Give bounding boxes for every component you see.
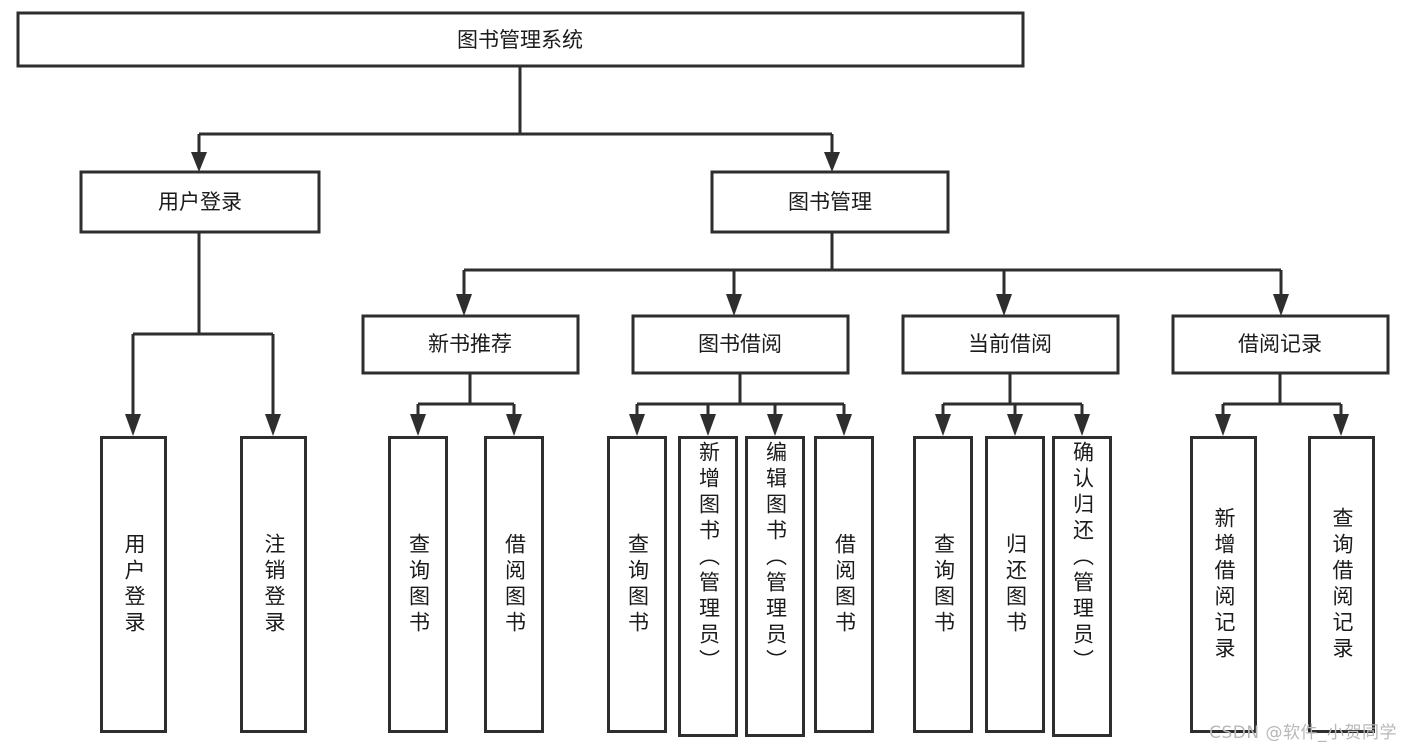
node-leaf-query-borrow-record-label: 查询借阅记录 (1330, 506, 1354, 663)
node-leaf-query-book-3-label: 查询图书 (931, 532, 956, 637)
node-book-borrow-box (631, 314, 850, 375)
node-leaf-borrow-book-1[interactable]: 借阅图书 (484, 436, 544, 733)
node-leaf-query-borrow-record[interactable]: 查询借阅记录 (1308, 436, 1375, 733)
node-leaf-query-book-1[interactable]: 查询图书 (388, 436, 448, 733)
node-new-book-recommend-label: 新书推荐 (428, 332, 512, 356)
node-book-borrow-label: 图书借阅 (698, 332, 782, 356)
node-leaf-user-login-label: 用户登录 (122, 532, 146, 637)
node-borrow-record[interactable]: 借阅记录 (1171, 314, 1390, 375)
node-leaf-query-book-2[interactable]: 查询图书 (607, 436, 667, 733)
node-leaf-query-book-1-label: 查询图书 (406, 532, 431, 637)
node-leaf-query-book-3[interactable]: 查询图书 (913, 436, 973, 733)
connector-current-borrow-to-leaves (935, 373, 1090, 436)
node-leaf-logout-login[interactable]: 注销登录 (240, 436, 307, 733)
node-leaf-user-login[interactable]: 用户登录 (100, 436, 167, 733)
arrow-to-book-manage (824, 152, 840, 172)
connector-book-borrow-to-leaves (629, 373, 852, 436)
node-leaf-add-book-admin-label: 新增图书（管理员） (696, 441, 721, 675)
node-root-label: 图书管理系统 (457, 28, 583, 52)
arrow-leaf-borrow-book-1 (506, 414, 522, 436)
node-leaf-edit-book-admin-label: 编辑图书（管理员） (763, 441, 788, 675)
arrow-to-book-borrow (726, 294, 742, 316)
node-current-borrow-box (901, 314, 1120, 375)
arrow-to-user-login (191, 152, 207, 172)
node-leaf-logout-login-label: 注销登录 (262, 532, 286, 637)
node-leaf-edit-book-admin[interactable]: 编辑图书（管理员） (745, 436, 805, 737)
node-leaf-confirm-return-admin-label: 确认归还（管理员） (1070, 441, 1095, 675)
node-user-login-label: 用户登录 (158, 190, 242, 214)
node-borrow-record-label: 借阅记录 (1238, 332, 1322, 356)
node-current-borrow-label: 当前借阅 (968, 332, 1052, 356)
node-book-manage-label: 图书管理 (788, 190, 872, 214)
arrow-leaf-return-book (1007, 414, 1023, 436)
node-leaf-return-book[interactable]: 归还图书 (985, 436, 1045, 733)
connector-borrow-record-to-leaves (1215, 373, 1349, 436)
arrow-leaf-query-book-3 (935, 414, 951, 436)
arrow-leaf-add-book-admin (700, 414, 716, 436)
arrow-leaf-add-borrow-record (1215, 414, 1231, 436)
node-user-login-box (79, 170, 321, 234)
arrow-leaf-edit-book-admin (767, 414, 783, 436)
node-leaf-borrow-book-1-label: 借阅图书 (502, 532, 527, 637)
node-root[interactable]: 图书管理系统 (16, 11, 1025, 68)
node-leaf-add-borrow-record[interactable]: 新增借阅记录 (1190, 436, 1257, 733)
arrow-leaf-query-book-1 (410, 414, 426, 436)
connector-book-manage-to-level3 (456, 232, 1289, 316)
node-new-book-recommend-box (361, 314, 580, 375)
node-leaf-add-book-admin[interactable]: 新增图书（管理员） (678, 436, 738, 737)
node-book-borrow[interactable]: 图书借阅 (631, 314, 850, 375)
node-leaf-add-borrow-record-label: 新增借阅记录 (1212, 506, 1236, 663)
node-root-box (16, 11, 1025, 68)
node-leaf-return-book-label: 归还图书 (1003, 532, 1028, 637)
node-leaf-borrow-book-2-label: 借阅图书 (832, 532, 857, 637)
arrow-leaf-confirm-return-admin (1074, 414, 1090, 436)
arrow-leaf-logout-login (265, 414, 281, 436)
arrow-leaf-query-book-2 (629, 414, 645, 436)
connector-user-login-to-leaves (125, 232, 281, 436)
arrow-leaf-borrow-book-2 (836, 414, 852, 436)
node-new-book-recommend[interactable]: 新书推荐 (361, 314, 580, 375)
arrow-to-borrow-record (1273, 294, 1289, 316)
node-leaf-query-book-2-label: 查询图书 (625, 532, 650, 637)
node-leaf-confirm-return-admin[interactable]: 确认归还（管理员） (1052, 436, 1112, 737)
connector-root-to-level2 (191, 66, 840, 172)
node-user-login[interactable]: 用户登录 (79, 170, 321, 234)
arrow-leaf-user-login (125, 414, 141, 436)
arrow-to-current-borrow (996, 294, 1012, 316)
arrow-to-new-book-recommend (456, 294, 472, 316)
node-book-manage-box (710, 170, 950, 234)
node-borrow-record-box (1171, 314, 1390, 375)
node-leaf-borrow-book-2[interactable]: 借阅图书 (814, 436, 874, 733)
arrow-leaf-query-borrow-record (1333, 414, 1349, 436)
connector-new-book-recommend-to-leaves (410, 373, 522, 436)
node-current-borrow[interactable]: 当前借阅 (901, 314, 1120, 375)
node-book-manage[interactable]: 图书管理 (710, 170, 950, 234)
